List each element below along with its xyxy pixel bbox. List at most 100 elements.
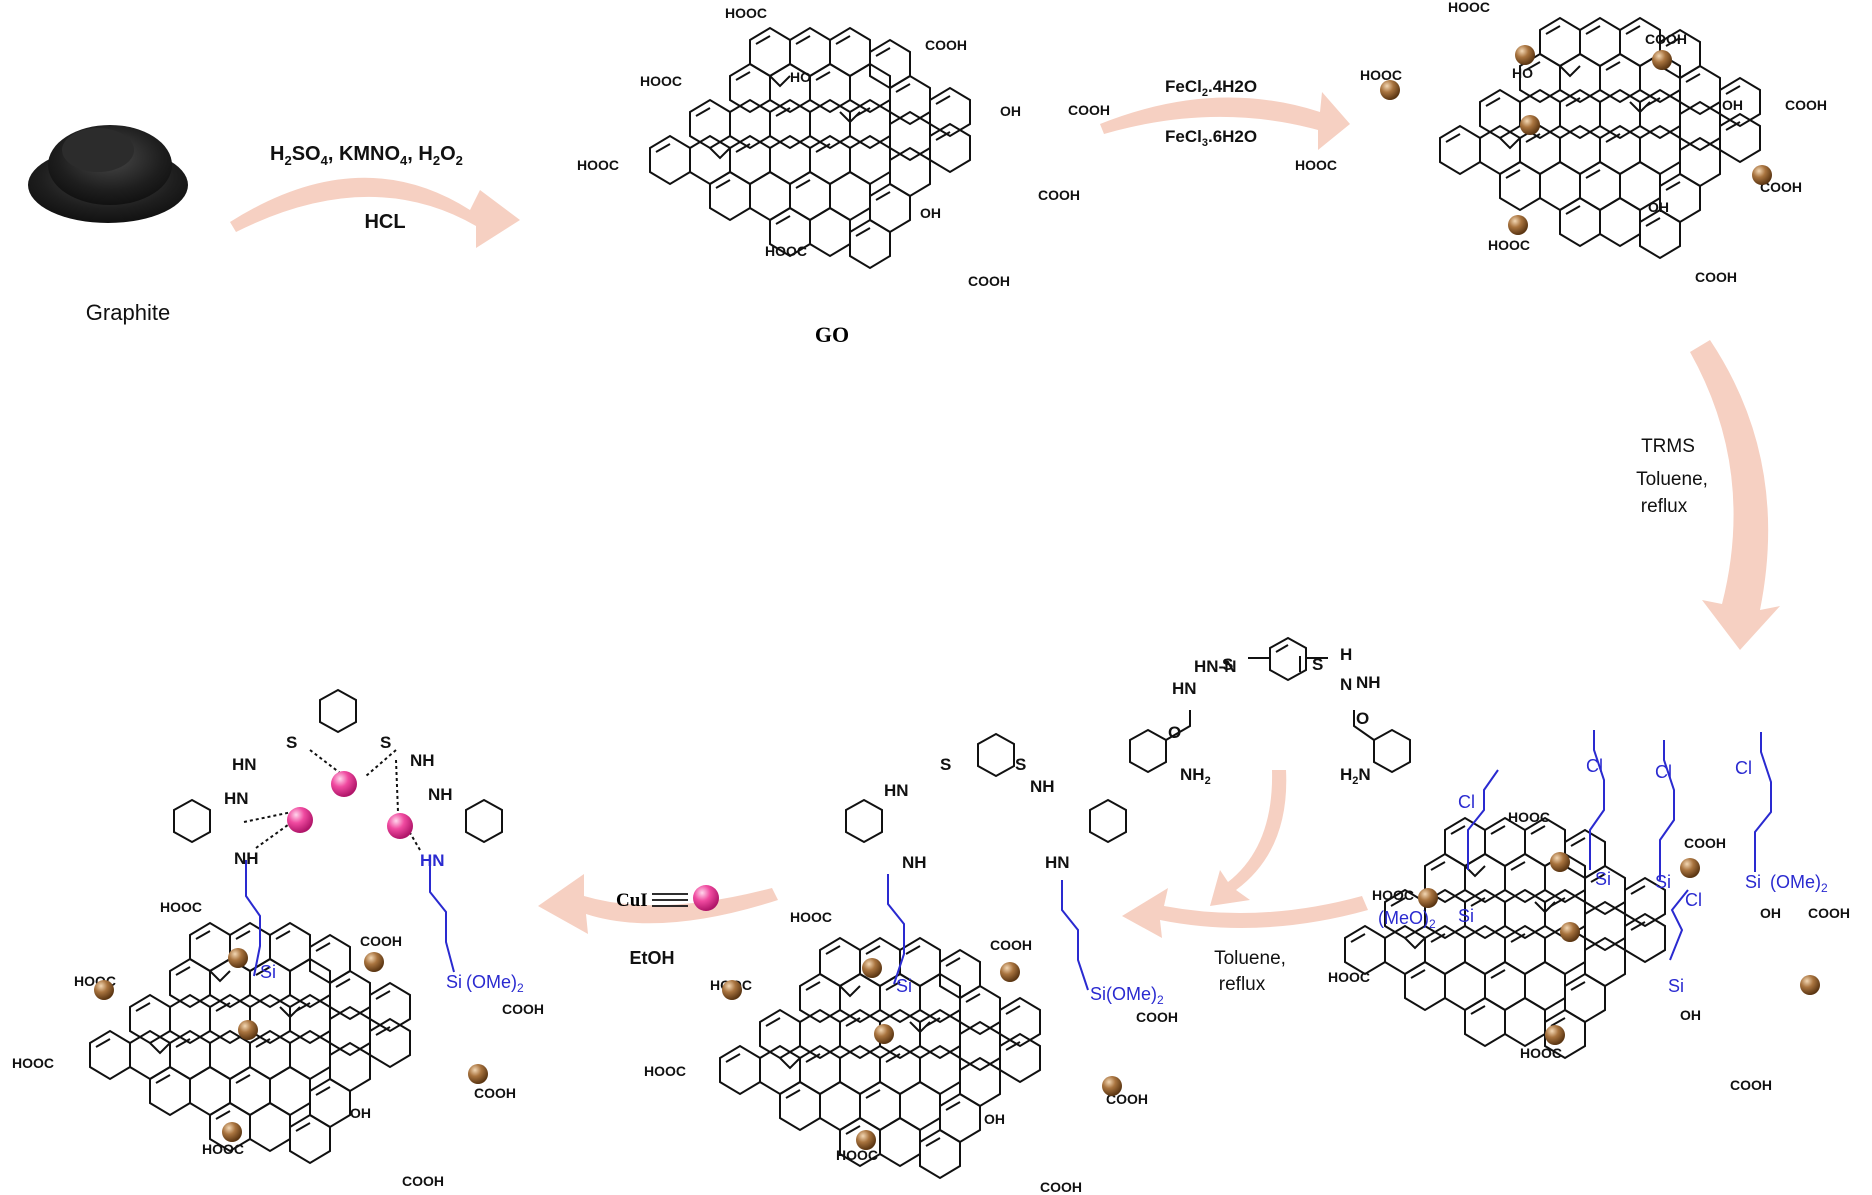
svg-text:O: O: [1168, 723, 1181, 742]
cl-silane-labels: Cl Cl Cl Cl Cl Si Si Si Si Si (MeO)2 (OM…: [1378, 756, 1828, 996]
svg-text:HOOC: HOOC: [202, 1141, 244, 1157]
step3-line2: Toluene,: [1636, 469, 1708, 490]
svg-text:HN: HN: [884, 781, 909, 800]
arrow-step1: [230, 177, 520, 248]
fe3o4-nanoparticles-3: [722, 958, 1122, 1150]
svg-text:HOOC: HOOC: [1372, 887, 1414, 903]
svg-text:OH: OH: [1680, 1007, 1701, 1023]
svg-text:COOH: COOH: [1645, 31, 1687, 47]
svg-text:HOOC: HOOC: [1508, 809, 1550, 825]
svg-text:COOH: COOH: [1040, 1179, 1082, 1195]
svg-text:COOH: COOH: [925, 37, 967, 53]
arrow-step4a: [1210, 770, 1287, 906]
svg-text:Cl: Cl: [1458, 792, 1475, 812]
graphite-label: Graphite: [86, 300, 170, 325]
svg-text:HN: HN: [1045, 853, 1070, 872]
svg-text:HOOC: HOOC: [1448, 0, 1490, 15]
svg-text:S: S: [940, 755, 951, 774]
cu-complex-si: Si Si(OMe)2: [260, 962, 524, 995]
svg-text:COOH: COOH: [1038, 187, 1080, 203]
go-groups: HOOC COOH HOOC COOH HOOC COOH HOOC COOH …: [577, 5, 1110, 289]
svg-text:HOOC: HOOC: [1360, 67, 1402, 83]
step3-line1: TRMS: [1641, 436, 1695, 457]
svg-text:N: N: [1340, 675, 1352, 694]
svg-text:HOOC: HOOC: [644, 1063, 686, 1079]
svg-text:S: S: [1312, 655, 1323, 674]
svg-text:COOH: COOH: [1106, 1091, 1148, 1107]
go-label: GO: [815, 322, 849, 347]
svg-text:HOOC: HOOC: [725, 5, 767, 21]
step2-line2: FeCl3.6H2O: [1165, 127, 1257, 149]
cl-silane-linkers: [1467, 730, 1772, 961]
svg-text:COOH: COOH: [1684, 835, 1726, 851]
svg-text:Si: Si: [1595, 869, 1611, 889]
svg-text:HOOC: HOOC: [1520, 1045, 1562, 1061]
svg-text:Si: Si: [1458, 906, 1474, 926]
svg-text:Si: Si: [896, 976, 912, 996]
svg-text:Cl: Cl: [1735, 758, 1752, 778]
step1-acid: HCL: [364, 211, 405, 233]
step4-line1: Toluene,: [1214, 948, 1286, 969]
svg-text:Si: Si: [1655, 872, 1671, 892]
svg-text:H: H: [1340, 645, 1352, 664]
svg-text:S: S: [286, 733, 297, 752]
cu-coordination-bonds: [243, 749, 421, 851]
svg-text:COOH: COOH: [990, 937, 1032, 953]
svg-text:COOH: COOH: [402, 1173, 444, 1189]
svg-text:S: S: [380, 733, 391, 752]
graphite-image: [28, 125, 188, 223]
svg-text:NH: NH: [902, 853, 927, 872]
svg-text:H2N: H2N: [1340, 765, 1371, 787]
svg-text:HOOC: HOOC: [1488, 237, 1530, 253]
svg-text:(MeO)2: (MeO)2: [1378, 908, 1436, 931]
svg-text:HOOC: HOOC: [577, 157, 619, 173]
ligand-structure: [1129, 636, 1411, 774]
arrow-step4b: [1122, 888, 1368, 938]
svg-text:NH: NH: [1356, 673, 1381, 692]
fe3o4-nanoparticles-1: [1380, 45, 1772, 235]
step4-line2: reflux: [1219, 974, 1266, 995]
cl-silane-sheet: [1344, 817, 1666, 1059]
step3-line3: reflux: [1641, 496, 1688, 517]
arrow-step2: [1100, 92, 1350, 150]
arrow-step5: [538, 874, 778, 934]
svg-text:COOH: COOH: [968, 273, 1010, 289]
svg-text:HOOC: HOOC: [1295, 157, 1337, 173]
svg-text:COOH: COOH: [1785, 97, 1827, 113]
svg-text:Si(OMe)2: Si(OMe)2: [446, 972, 524, 995]
svg-text:COOH: COOH: [1808, 905, 1850, 921]
svg-text:Si(OMe)2: Si(OMe)2: [1090, 984, 1164, 1007]
svg-text:Si: Si: [1745, 872, 1761, 892]
fe3o4-go-sheet: [1439, 17, 1761, 259]
cu-complex-linkers: [245, 860, 455, 977]
svg-text:COOH: COOH: [360, 933, 402, 949]
cu-ions: [287, 771, 413, 839]
svg-text:NH: NH: [234, 849, 259, 868]
svg-text:HN: HN: [224, 789, 249, 808]
ligand-labels: S S HN-N N H HN NH O O NH2 H2N: [1168, 645, 1381, 787]
svg-text:OH: OH: [984, 1111, 1005, 1127]
step1-reagents: H2SO4, KMNO4, H2O2: [270, 143, 463, 168]
svg-text:HN: HN: [1172, 679, 1197, 698]
go-sheet: [649, 27, 971, 269]
svg-text:HOOC: HOOC: [790, 909, 832, 925]
fe3o4-go-groups: HOOC COOH HOOC COOH HOOC COOH HOOC COOH …: [1295, 0, 1827, 285]
svg-text:HN-N: HN-N: [1194, 657, 1237, 676]
svg-text:HOOC: HOOC: [160, 899, 202, 915]
svg-text:OH: OH: [1760, 905, 1781, 921]
svg-text:COOH: COOH: [1068, 102, 1110, 118]
svg-text:OH: OH: [920, 205, 941, 221]
ligand-go-groups: HOOC COOH HOOC COOH HOOC COOH HOOC COOH …: [644, 909, 1178, 1195]
svg-text:S: S: [1015, 755, 1026, 774]
step5-solvent: EtOH: [630, 948, 675, 968]
svg-text:Cl: Cl: [1685, 890, 1702, 910]
fe3o4-nanoparticles-2: [94, 948, 488, 1142]
svg-text:OH: OH: [1722, 97, 1743, 113]
cl-silane-groups: HOOC COOH HOOC COOH HOOC HOOC COOH OH OH: [1328, 809, 1850, 1093]
triple-bond-symbol: [652, 893, 688, 907]
svg-text:NH: NH: [1030, 777, 1055, 796]
svg-text:HN: HN: [232, 755, 257, 774]
svg-text:Cl: Cl: [1586, 756, 1603, 776]
ligand-go-linkers: [887, 874, 1089, 991]
svg-text:HOOC: HOOC: [12, 1055, 54, 1071]
